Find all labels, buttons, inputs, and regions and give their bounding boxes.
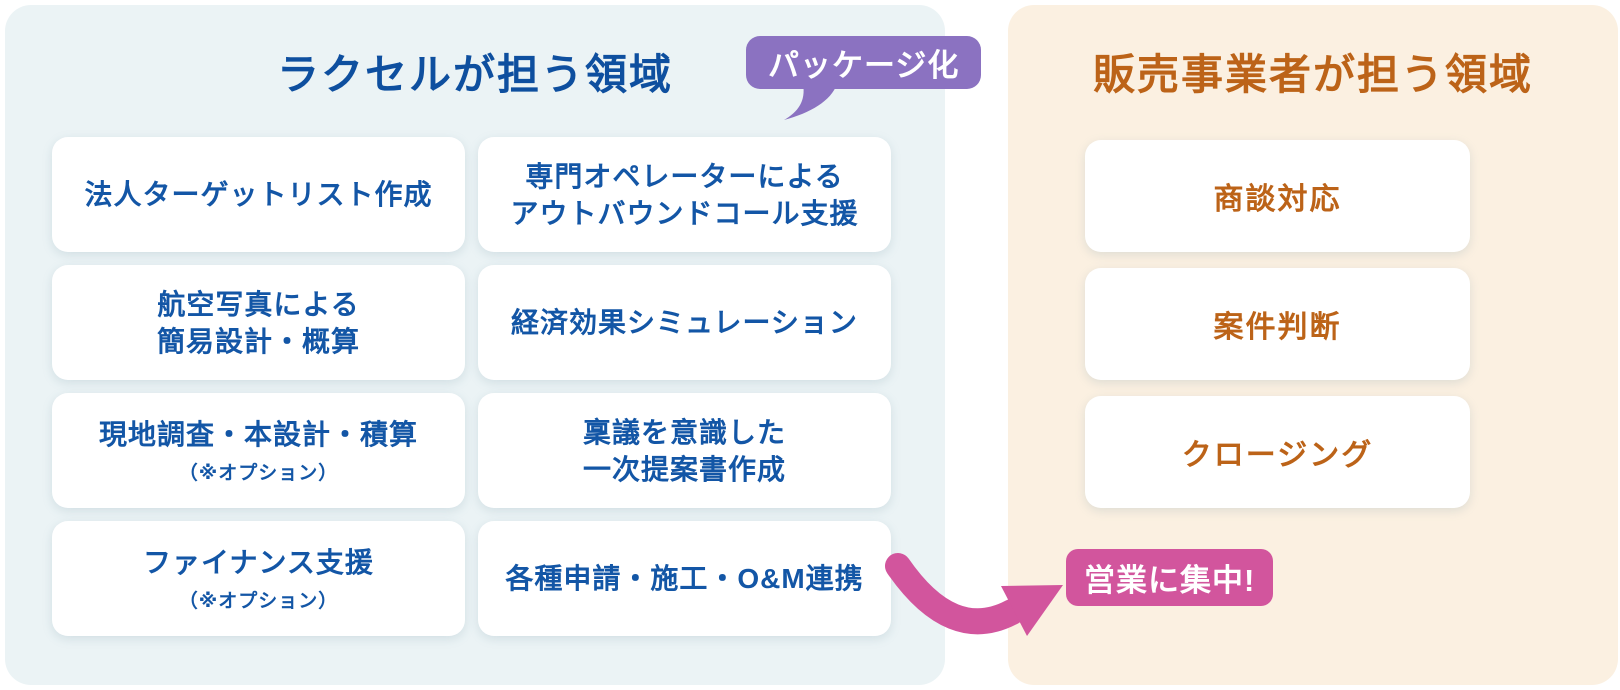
card-text: 案件判断 xyxy=(1213,311,1342,344)
card-aerial-design: 航空写真による 簡易設計・概算 xyxy=(52,265,465,380)
card-text: 稟議を意識した xyxy=(582,416,786,448)
left-panel-title: ラクセルが担う領域 xyxy=(276,51,673,98)
raxell-cards-grid: 法人ターゲットリスト作成 専門オペレーターによる アウトバウンドコール支援 航空… xyxy=(52,137,891,636)
card-text: 専門オペレーターによる xyxy=(525,160,844,192)
card-text: アウトバウンドコール支援 xyxy=(510,197,859,229)
card-target-list: 法人ターゲットリスト作成 xyxy=(52,137,465,252)
card-text: 航空写真による xyxy=(157,288,360,320)
card-finance-support: ファイナンス支援 （※オプション） xyxy=(52,521,465,636)
card-proposal-doc: 稟議を意識した 一次提案書作成 xyxy=(478,393,891,508)
right-panel-title: 販売事業者が担う領域 xyxy=(1092,51,1533,98)
card-text: 商談対応 xyxy=(1213,183,1342,216)
raxell-domain-panel: ラクセルが担う領域 法人ターゲットリスト作成 専門オペレーターによる アウトバウ… xyxy=(5,5,945,685)
card-text: 各種申請・施工・O&M連携 xyxy=(505,563,864,594)
card-note: （※オプション） xyxy=(178,591,339,612)
card-economic-simulation: 経済効果シミュレーション xyxy=(478,265,891,380)
card-note: （※オプション） xyxy=(178,463,339,484)
card-deal-judgement: 案件判断 xyxy=(1085,268,1470,380)
package-badge: パッケージ化 xyxy=(746,36,982,89)
card-text: クロージング xyxy=(1181,439,1374,472)
card-text: ファイナンス支援 xyxy=(143,547,374,578)
focus-on-sales-badge: 営業に集中! xyxy=(1066,549,1274,606)
card-applications-om: 各種申請・施工・O&M連携 xyxy=(478,521,891,636)
card-text: 現地調査・本設計・積算 xyxy=(98,419,418,450)
card-text: 経済効果シミュレーション xyxy=(511,307,858,338)
card-text: 簡易設計・概算 xyxy=(156,325,360,357)
card-site-survey: 現地調査・本設計・積算 （※オプション） xyxy=(52,393,465,508)
card-closing: クロージング xyxy=(1085,396,1470,508)
seller-cards-stack: 商談対応 案件判断 クロージング xyxy=(1085,140,1470,508)
card-outbound-call: 専門オペレーターによる アウトバウンドコール支援 xyxy=(478,137,891,252)
card-text: 一次提案書作成 xyxy=(582,453,786,485)
seller-domain-panel: 販売事業者が担う領域 商談対応 案件判断 クロージング xyxy=(1008,5,1618,685)
card-text: 法人ターゲットリスト作成 xyxy=(84,179,433,210)
card-business-meeting: 商談対応 xyxy=(1085,140,1470,252)
